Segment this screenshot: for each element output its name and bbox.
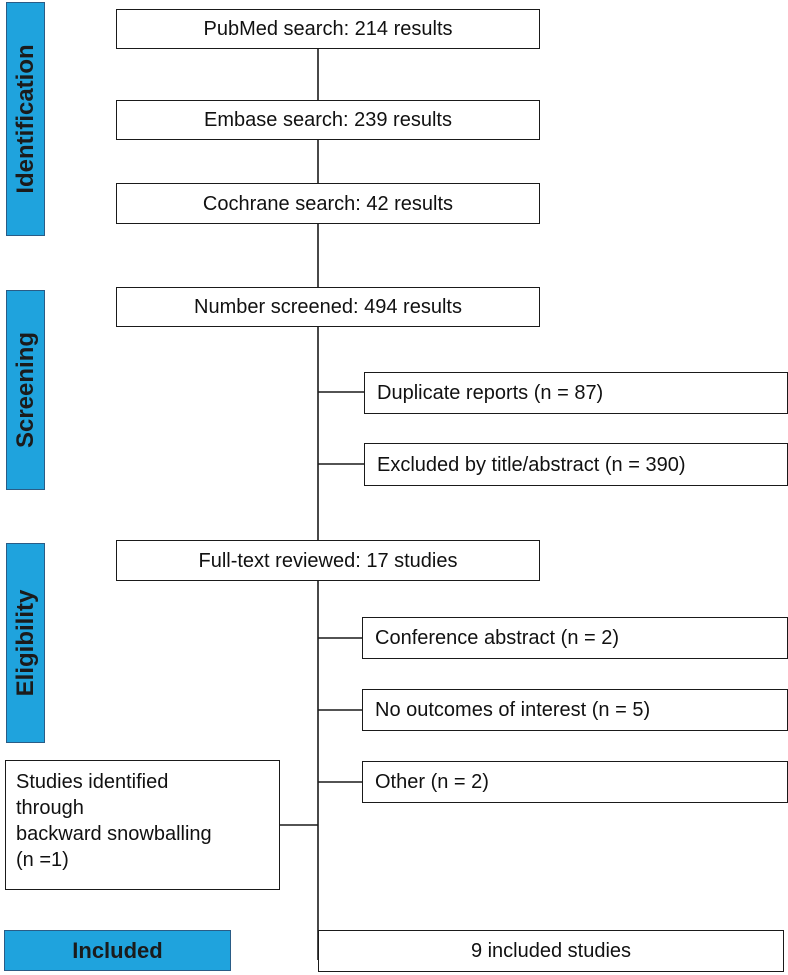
conference-abstract-box: Conference abstract (n = 2) [362,617,788,659]
stage-identification: Identification [6,2,45,236]
stage-identification-label: Identification [11,44,39,194]
duplicates-box: Duplicate reports (n = 87) [364,372,788,414]
excluded-title-box: Excluded by title/abstract (n = 390) [364,443,788,486]
other-box: Other (n = 2) [362,761,788,803]
fulltext-box: Full-text reviewed: 17 studies [116,540,540,581]
stage-eligibility-label: Eligibility [11,589,39,697]
included-studies-box: 9 included studies [318,930,784,972]
cochrane-search-box: Cochrane search: 42 results [116,183,540,224]
stage-screening-label: Screening [11,331,39,449]
snowball-line-4: (n =1) [16,849,69,871]
embase-search-box: Embase search: 239 results [116,100,540,140]
pubmed-search-box: PubMed search: 214 results [116,9,540,49]
no-outcomes-box: No outcomes of interest (n = 5) [362,689,788,731]
snowball-box: Studies identified through backward snow… [5,760,280,890]
stage-included-label: Included [72,937,163,963]
snowball-line-2: through [16,797,84,819]
stage-included: Included [4,930,231,971]
stage-screening: Screening [6,290,45,490]
stage-eligibility: Eligibility [6,543,45,743]
snowball-line-1: Studies identified [16,771,169,793]
snowball-line-3: backward snowballing [16,823,212,845]
screened-box: Number screened: 494 results [116,287,540,327]
